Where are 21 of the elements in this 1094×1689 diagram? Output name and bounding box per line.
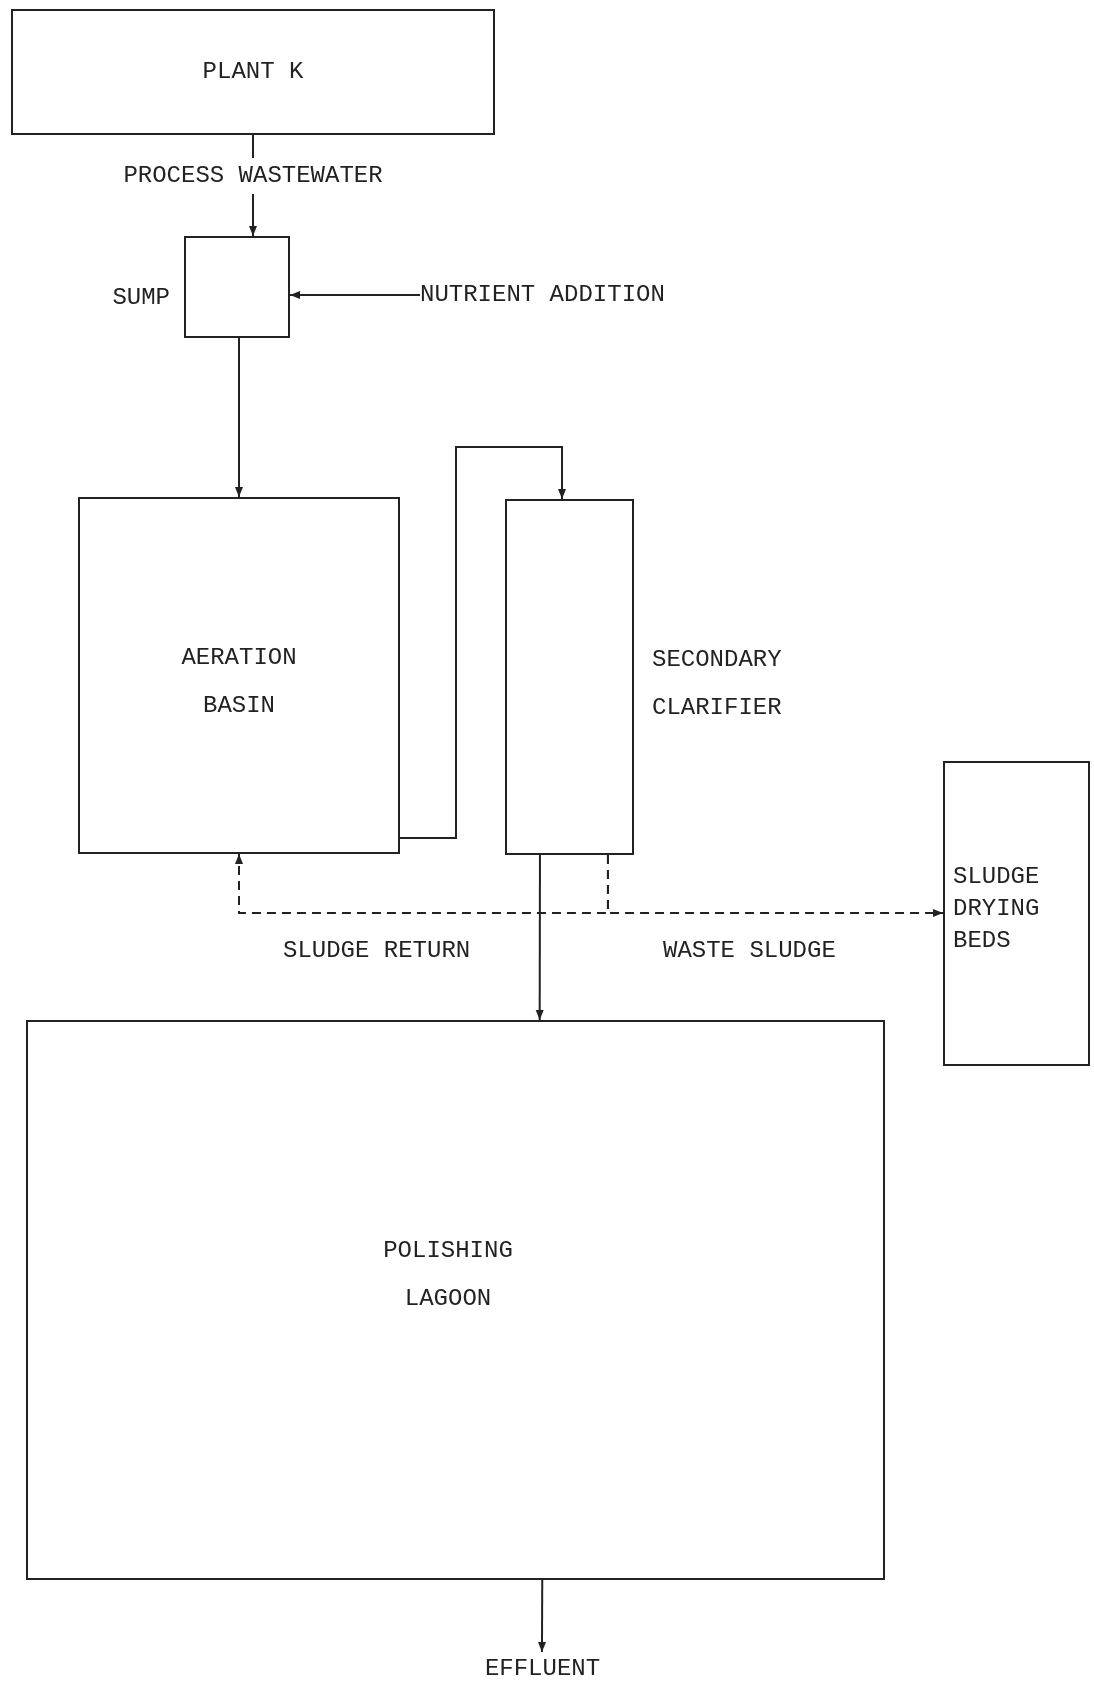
arrow [399,446,566,839]
basin-box [78,497,400,854]
dashed-arrow [235,853,609,914]
box-label: PLANT K [201,57,305,87]
box-label: AERATION BASIN [180,643,298,721]
dashed-arrow [606,854,944,917]
edge-label: WASTE SLUDGE [663,936,836,966]
box-label: SECONDARY CLARIFIER [652,645,783,723]
lagoon-box [26,1020,885,1580]
box-label: POLISHING LAGOON [382,1236,514,1314]
text-label: NUTRIENT ADDITION [420,280,666,310]
process-box [11,9,495,135]
arrow [535,854,544,1021]
drying-beds-box [943,761,1090,1066]
box-label: SLUDGE DRYING BEDS [953,862,1041,956]
arrow [235,337,243,498]
arrow [289,290,421,299]
box-label: SUMP [112,283,170,313]
edge-label: SLUDGE RETURN [283,936,471,966]
text-label: EFFLUENT [483,1654,602,1684]
arrow [538,1579,546,1653]
